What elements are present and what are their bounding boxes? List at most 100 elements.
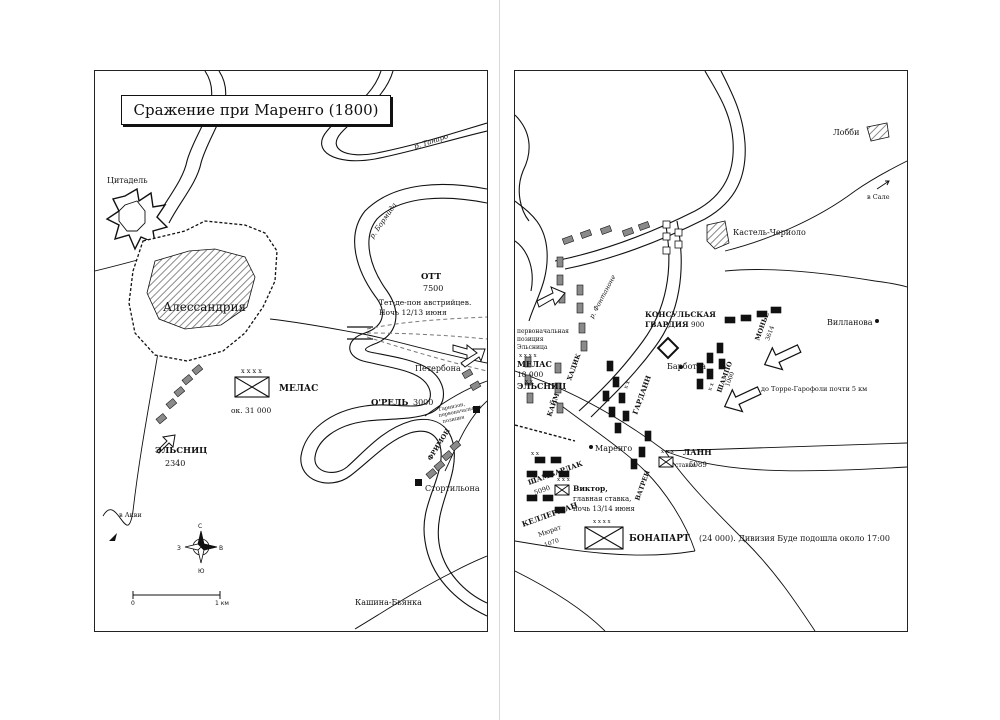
- label-haddik: ХАДИК: [565, 352, 582, 381]
- map-title: Сражение при Маренго (1800): [121, 95, 391, 125]
- label-lannes: ЛАНН: [683, 447, 712, 457]
- roads-right: [515, 160, 907, 631]
- lannes-hq-symbol: [658, 456, 674, 468]
- austrian-brigades-left: [155, 364, 482, 480]
- compass-west: З: [177, 545, 181, 552]
- consular-guard-symbol: [656, 336, 680, 360]
- citadel-fortress: [105, 187, 169, 251]
- river-fontanone: [554, 71, 746, 418]
- label-lannes-strength: 5089: [689, 461, 707, 469]
- label-victor-3: ночь 13/14 июня: [573, 505, 635, 513]
- bonaparte-army-symbol: [584, 526, 624, 550]
- label-victor-1: Виктор,: [573, 484, 608, 493]
- label-elsnitz-name: ЭЛЬСНИЦ: [155, 446, 207, 456]
- river-tanaro: [154, 71, 487, 224]
- austrian-brigades-right: [524, 221, 651, 414]
- compass-east: В: [219, 545, 223, 552]
- map-left-page: Цитадель Алессандрия р. Танаро р. Бормид…: [94, 70, 488, 632]
- austrian-advance-line: [515, 424, 576, 442]
- label-petrebona: Петербона: [415, 364, 461, 373]
- label-stavka: ставка: [675, 462, 696, 469]
- label-melas-right-name: МЕЛАС: [517, 359, 552, 369]
- label-murat: Мюрат: [537, 523, 563, 539]
- label-gardanne: ГАРДАНН: [630, 374, 653, 416]
- label-monnier-strength: 3614: [764, 325, 776, 342]
- bormida-bridge: [347, 326, 373, 340]
- village-dots: [589, 319, 879, 449]
- label-victor-2: главная ставка,: [573, 495, 631, 503]
- french-brigades-right: [526, 306, 782, 514]
- label-barbotta: Барботта: [667, 362, 706, 371]
- label-citadel: Цитадель: [107, 176, 148, 185]
- river-bormida-right: [515, 114, 548, 322]
- label-chambarlhac-echelon: x x: [531, 451, 540, 457]
- compass-rose: [184, 530, 218, 564]
- label-stortiliona: Стортильона: [425, 484, 480, 493]
- label-kashina: Кашина-Бьянка: [355, 598, 422, 607]
- french-unit-markers: [662, 220, 683, 255]
- ott-approach-lines: [366, 316, 487, 372]
- scale-zero: 0: [131, 600, 135, 607]
- label-murat-strength: 1070: [543, 537, 560, 549]
- label-elsnitz-initial-1: первоначальная: [517, 328, 569, 335]
- label-garrison-1: Гарнизон,: [438, 401, 466, 413]
- austrian-arrows: [536, 286, 566, 308]
- label-melas-name: МЕЛАС: [279, 384, 318, 394]
- map-right-svg: Лобби в Сале Кастель-Чериоло Вилланова р…: [515, 71, 907, 631]
- label-melas-right-strength: 18 000: [517, 370, 543, 379]
- label-bonaparte: БОНАПАРТ: [629, 534, 690, 544]
- label-gardanne-echelon: x x: [623, 379, 632, 389]
- scale-one-km: 1 км: [215, 600, 229, 607]
- label-melas-strength: ок. 31 000: [231, 406, 271, 415]
- compass-north: С: [198, 523, 202, 530]
- french-arrows: [723, 344, 802, 413]
- label-river-tanaro: р. Танаро: [413, 132, 449, 151]
- label-bridgehead-night: Ночь 12/13 июня: [379, 308, 447, 317]
- map-left-svg: Цитадель Алессандрия р. Танаро р. Бормид…: [95, 71, 487, 630]
- label-castel: Кастель-Чериоло: [733, 228, 806, 237]
- label-guard-strength: 900: [691, 321, 704, 329]
- victor-hq-symbol: [554, 484, 570, 496]
- label-akvi: в Акви: [119, 511, 142, 519]
- label-guard-2: ГВАРДИЯ: [645, 320, 689, 329]
- label-elsnitz-initial-2: позиция: [517, 336, 544, 343]
- melas-army-symbol: [234, 376, 270, 398]
- label-sale: в Сале: [867, 193, 890, 201]
- page-gutter: [499, 0, 500, 720]
- label-melas-right-echelon: x x x x: [519, 353, 538, 359]
- map-right-page: Лобби в Сале Кастель-Чериоло Вилланова р…: [514, 70, 908, 632]
- label-torre: до Торре-Гарофоли почти 5 км: [761, 385, 867, 393]
- label-kellermann: КЕЛЛЕРМАН: [521, 500, 579, 529]
- alessandria-walls: [128, 220, 278, 362]
- label-orel-strength: 3000: [413, 398, 433, 407]
- compass-south: Ю: [198, 568, 205, 575]
- french-outposts-left: [415, 406, 480, 486]
- label-victor-echelon: x x x: [557, 477, 571, 483]
- label-elsnitz-right-echelon: x x: [525, 379, 534, 385]
- label-villanova: Вилланова: [827, 318, 873, 327]
- label-river-bormida: р. Бормида: [368, 201, 398, 240]
- bridgehead-arrows: [452, 343, 486, 368]
- label-river-fontanone: р. Фонтаноне: [588, 273, 618, 319]
- label-champeaux-echelon: x x: [707, 381, 716, 391]
- label-marengo: Маренго: [595, 444, 632, 453]
- label-ott-name: ОТТ: [421, 272, 442, 282]
- label-ott-strength: 7500: [423, 284, 443, 293]
- label-lannes-echelon: x x x: [661, 449, 675, 455]
- hatched-villages: [706, 122, 890, 250]
- label-elsnitz-right: ЭЛЬСНИЦ: [517, 381, 567, 391]
- sale-arrow: [876, 180, 890, 190]
- label-alessandria: Алессандрия: [163, 300, 246, 314]
- label-orel-name: О'РЕЛЬ: [371, 398, 408, 408]
- label-melas-echelon: x x x x: [241, 367, 262, 375]
- label-lobbi: Лобби: [833, 128, 859, 137]
- label-bonaparte-echelon: x x x x: [593, 519, 612, 525]
- akvi-arrow: [109, 533, 117, 541]
- label-bridgehead: Тет-де-пон австрийцев.: [379, 298, 471, 307]
- label-bonaparte-note: (24 000). Дивизия Буде подошла около 17:…: [699, 534, 890, 543]
- elsnitz-arrow: [156, 434, 176, 454]
- scale-bar: [132, 591, 221, 599]
- label-elsnitz-strength: 2340: [165, 459, 185, 468]
- label-champeaux-strength: 1000: [724, 371, 736, 388]
